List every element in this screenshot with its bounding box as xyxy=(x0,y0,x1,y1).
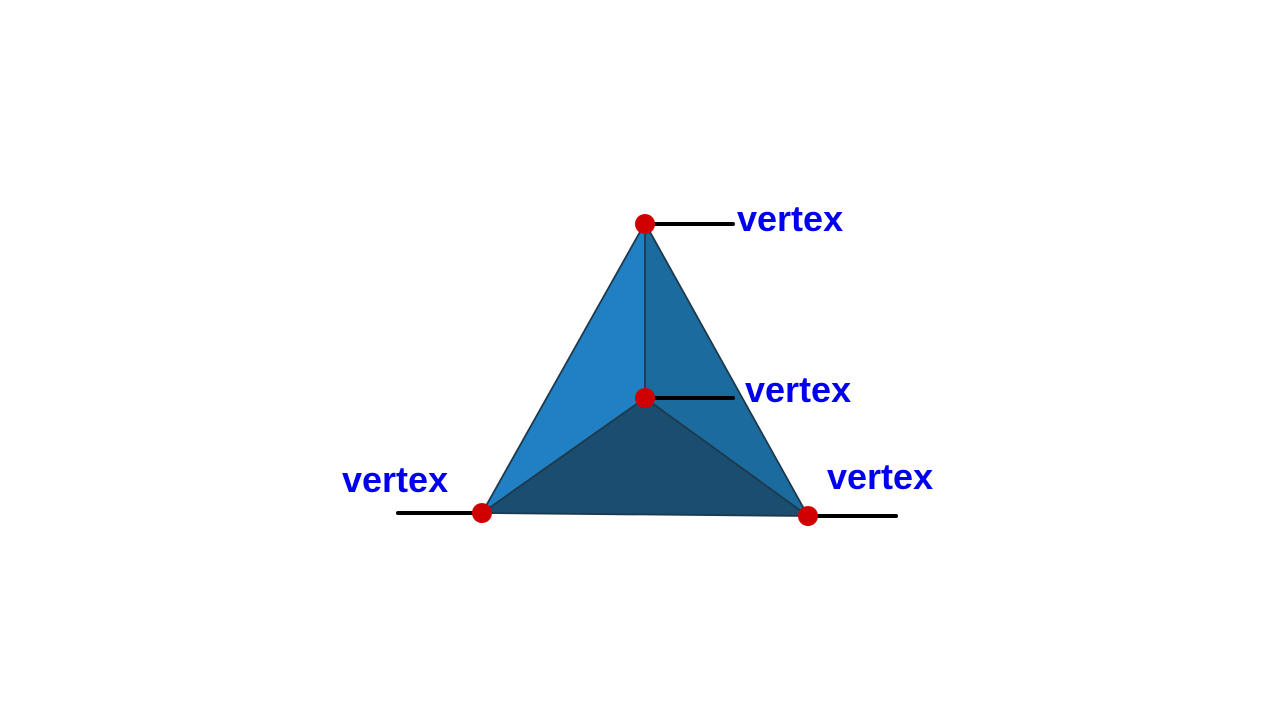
vertex-dot-top xyxy=(635,214,655,234)
edge-top-right xyxy=(644,222,809,517)
vertex-dot-bottom-right xyxy=(798,506,818,526)
vertex-label-inner: vertex xyxy=(745,369,851,410)
vertex-labels: vertex vertex vertex vertex xyxy=(342,198,933,500)
edges xyxy=(481,222,809,517)
leader-lines xyxy=(396,222,898,518)
edge-top-left xyxy=(481,222,646,514)
vertex-dot-bottom-left xyxy=(472,503,492,523)
vertex-dots xyxy=(472,214,818,526)
edge-inner-left xyxy=(481,397,646,514)
vertex-dot-inner xyxy=(635,388,655,408)
vertex-label-top: vertex xyxy=(737,198,843,239)
face-bottom xyxy=(482,398,808,516)
edge-bottom xyxy=(481,512,809,517)
vertex-label-bottom-left: vertex xyxy=(342,459,448,500)
edge-inner-right xyxy=(644,397,809,517)
vertex-label-bottom-right: vertex xyxy=(827,456,933,497)
